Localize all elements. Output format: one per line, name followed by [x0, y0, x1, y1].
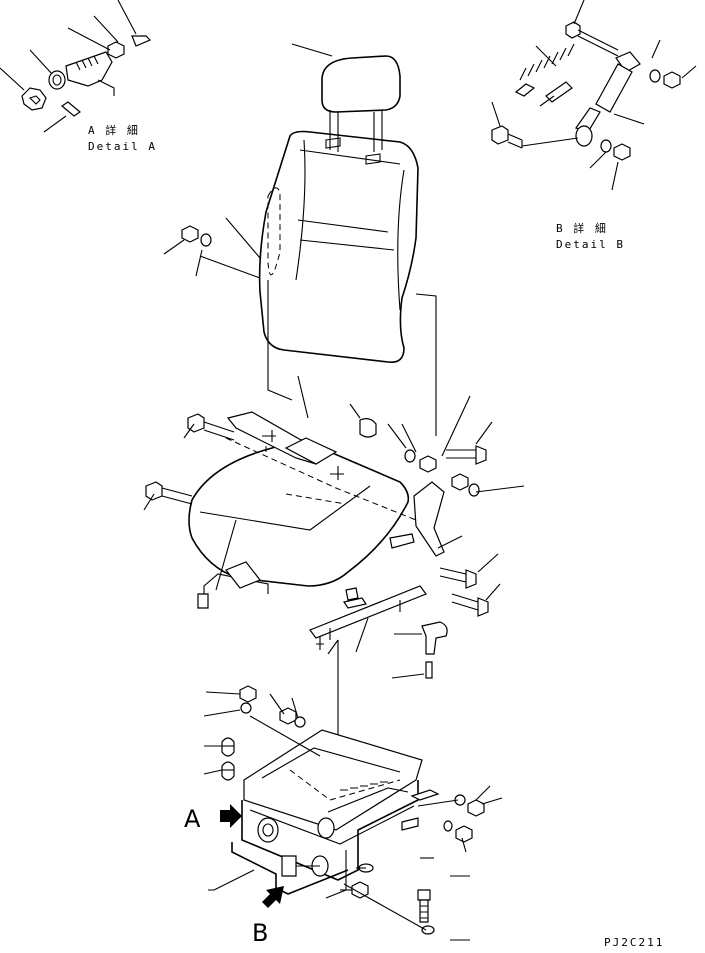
slide-rail [309, 585, 448, 816]
detail-a-caption-jp: A 詳 細 [88, 124, 140, 137]
seat-back [199, 130, 437, 436]
detail-a-caption-en: Detail A [88, 140, 157, 153]
detail-a-illustration [0, 0, 152, 133]
arrow-b-icon [262, 886, 284, 908]
view-label-b: B [252, 919, 269, 947]
back-hinge-hardware [163, 225, 212, 277]
drawing-code: PJ2C211 [604, 936, 665, 949]
arrow-a-icon [220, 804, 242, 828]
detail-b-caption-jp: B 詳 細 [556, 222, 608, 235]
detail-b-caption-en: Detail B [556, 238, 625, 251]
view-label-a: A [184, 805, 201, 833]
suspension-base [203, 685, 503, 941]
headrest [291, 43, 401, 152]
detail-b-illustration [491, 0, 697, 191]
seat-cushion [143, 375, 525, 617]
